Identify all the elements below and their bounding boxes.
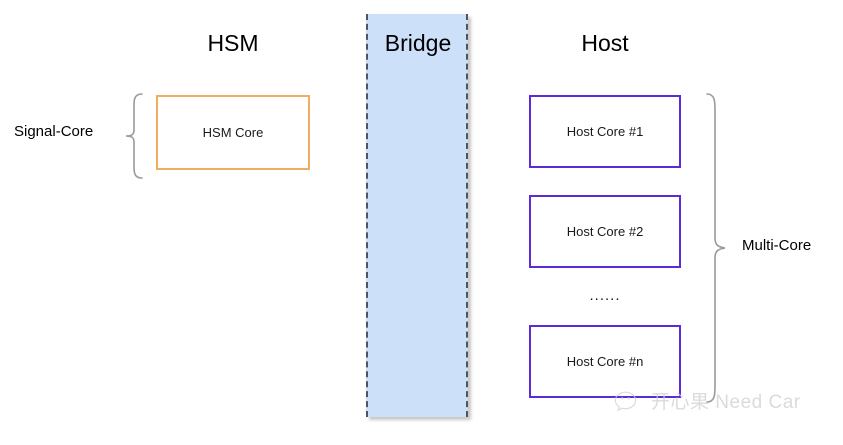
brace-multi-core <box>706 93 726 403</box>
host-core-label-n: Host Core #n <box>566 354 644 369</box>
wechat-icon <box>614 391 637 412</box>
group-label-multi-core: Multi-Core <box>742 237 812 254</box>
group-label-signal-core: Signal-Core <box>14 123 94 140</box>
bridge-column <box>366 14 468 417</box>
column-title-bridge: Bridge <box>384 30 452 56</box>
host-core-label-1: Host Core #1 <box>566 124 644 139</box>
watermark-text: 开心果 Need Car <box>651 392 801 413</box>
watermark: 开心果 Need Car <box>614 390 801 415</box>
host-core-box-n: Host Core #n <box>529 325 681 398</box>
hsm-core-label: HSM Core <box>202 125 264 140</box>
host-core-box-2: Host Core #2 <box>529 195 681 268</box>
host-core-label-2: Host Core #2 <box>566 224 644 239</box>
host-core-box-1: Host Core #1 <box>529 95 681 168</box>
column-title-host: Host <box>581 30 629 56</box>
host-cores-ellipsis: ...... <box>589 287 621 304</box>
hsm-core-box: HSM Core <box>156 95 310 170</box>
brace-signal-core <box>125 93 143 179</box>
column-title-hsm: HSM <box>207 30 259 56</box>
